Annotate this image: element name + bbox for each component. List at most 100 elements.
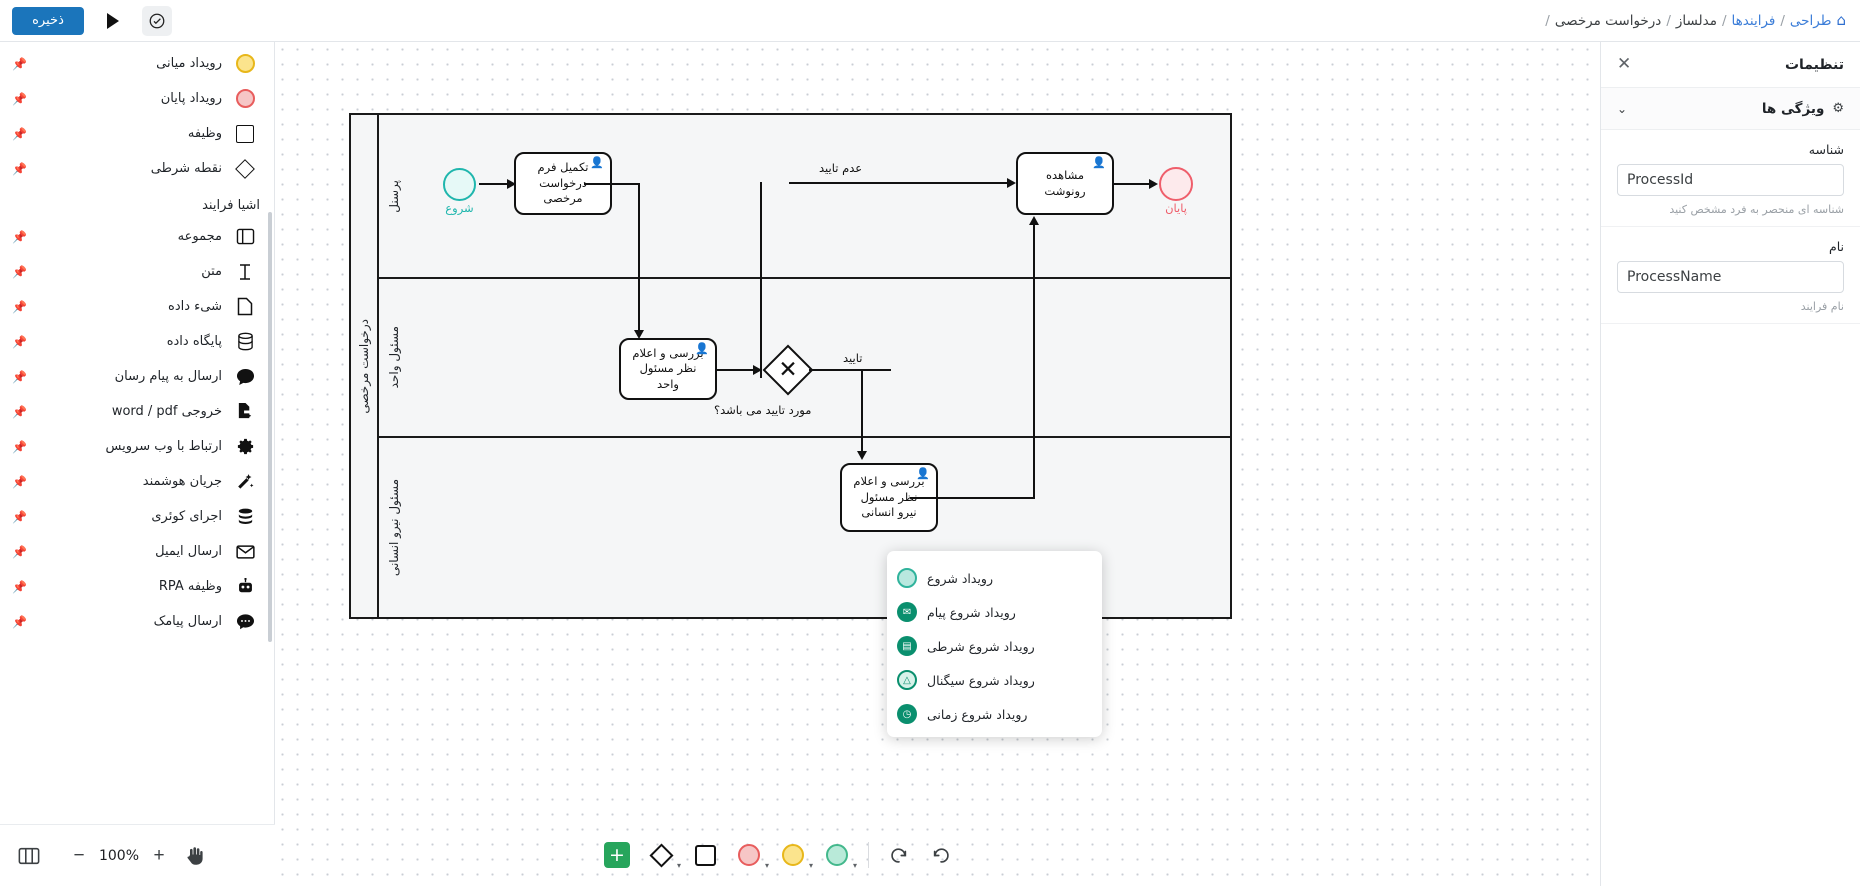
pin-icon[interactable]: 📌: [12, 474, 27, 489]
popup-item-signal-start-event[interactable]: رویداد شروع سیگنال △: [887, 663, 1102, 697]
chevron-down-icon[interactable]: ⌄: [1617, 101, 1628, 116]
hand-pan-icon[interactable]: [178, 839, 212, 873]
palette-scrollbar[interactable]: [268, 212, 272, 642]
pin-icon[interactable]: 📌: [12, 299, 27, 314]
bpmn-lane-3[interactable]: مسئول نیرو انسانی 👤 بررسی و اعلام نظر مس…: [379, 438, 1230, 619]
pin-icon[interactable]: 📌: [12, 369, 27, 384]
task-node-fill-form[interactable]: 👤 تکمیل فرم درخواست مرخصی: [514, 152, 612, 215]
start-event-node[interactable]: شروع: [443, 168, 476, 215]
gateway-diamond-icon: [648, 842, 674, 868]
bpmn-lane-2[interactable]: مسئول واحد 👤 بررسی و اعلام نظر مسئول واح…: [379, 279, 1230, 438]
play-icon[interactable]: [98, 6, 128, 36]
properties-section-header[interactable]: ⚙ ویژگی ها ⌄: [1601, 88, 1860, 130]
edge-form-down-v: [638, 183, 640, 335]
zoom-level-value: 100%: [98, 847, 140, 864]
edge-arrow: [753, 364, 762, 375]
palette-item-run-query[interactable]: اجرای کوئری 📌: [0, 499, 274, 534]
task-node-view-copy[interactable]: 👤 مشاهده رونوشت: [1016, 152, 1114, 215]
redo-icon[interactable]: [883, 839, 915, 871]
lane-3-label-text: مسئول نیرو انسانی: [387, 478, 401, 577]
pin-icon[interactable]: 📌: [12, 126, 27, 141]
popup-item-message-start-event[interactable]: رویداد شروع پیام ✉: [887, 595, 1102, 629]
diagram-canvas[interactable]: درخواست مرخصی پرسنل شروع 👤 تکمیل فرم درخ…: [275, 42, 1600, 886]
settings-title: تنظیمات: [1784, 56, 1844, 73]
palette-item-messenger[interactable]: ارسال به پیام رسان 📌: [0, 359, 274, 394]
zoom-in-button[interactable]: +: [144, 841, 174, 871]
canvas-bottom-left-toolbar: − 100% +: [0, 824, 275, 886]
bpmn-lane-1[interactable]: پرسنل شروع 👤 تکمیل فرم درخواست مرخصی 👤 م…: [379, 115, 1230, 279]
popup-item-start-event[interactable]: رویداد شروع: [887, 561, 1102, 595]
pin-icon[interactable]: 📌: [12, 91, 27, 106]
palette-item-word-pdf-export[interactable]: خروجی word / pdf 📌: [0, 394, 274, 429]
palette-item-text[interactable]: متن 📌: [0, 254, 274, 289]
breadcrumb-item-0[interactable]: طراحی: [1789, 12, 1832, 29]
breadcrumb-separator-3: /: [1545, 12, 1550, 29]
popup-item-conditional-start-event[interactable]: رویداد شروع شرطی ▤: [887, 629, 1102, 663]
popup-item-label: رویداد شروع سیگنال: [927, 672, 1035, 688]
pin-icon[interactable]: 📌: [12, 264, 27, 279]
palette-item-web-service[interactable]: ارتباط با وب سرویس 📌: [0, 429, 274, 464]
chevron-down-icon[interactable]: ▾: [676, 861, 681, 870]
start-event-timer-icon: ◷: [897, 704, 917, 724]
edge-arrow: [1029, 216, 1039, 225]
intermediate-event-shape-button[interactable]: ▾: [776, 838, 813, 872]
gateway-shape-button[interactable]: ▾: [644, 838, 681, 872]
palette-item-gateway[interactable]: نقطه شرطی 📌: [0, 151, 274, 186]
palette-item-send-email[interactable]: ارسال ایمیل 📌: [0, 534, 274, 569]
palette-item-database[interactable]: پایگاه داده 📌: [0, 324, 274, 359]
columns-layout-icon[interactable]: [12, 839, 46, 873]
gateway-label: مورد تایید می باشد؟: [711, 403, 815, 417]
pin-icon[interactable]: 📌: [12, 544, 27, 559]
pin-icon[interactable]: 📌: [12, 404, 27, 419]
start-event-caption: شروع: [445, 201, 474, 215]
bpmn-pool[interactable]: درخواست مرخصی پرسنل شروع 👤 تکمیل فرم درخ…: [349, 113, 1232, 619]
breadcrumb-item-2[interactable]: مدلساز: [1675, 12, 1717, 29]
palette-item-smart-flow[interactable]: جریان هوشمند 📌: [0, 464, 274, 499]
field-help-text: شناسه ای منحصر به فرد مشخص کنید: [1669, 203, 1844, 216]
popup-item-label: رویداد شروع شرطی: [927, 638, 1035, 654]
task-shape-button[interactable]: [688, 838, 722, 872]
palette-item-send-sms[interactable]: ارسال پیامک 📌: [0, 604, 274, 639]
task-node-unit-review[interactable]: 👤 بررسی و اعلام نظر مسئول واحد: [619, 338, 717, 400]
pin-icon[interactable]: 📌: [12, 161, 27, 176]
palette-item-label: ارسال به پیام رسان: [114, 369, 222, 384]
pin-icon[interactable]: 📌: [12, 579, 27, 594]
palette-item-end-event[interactable]: رویداد پایان 📌: [0, 81, 274, 116]
pin-icon[interactable]: 📌: [12, 229, 27, 244]
popup-item-timer-start-event[interactable]: رویداد شروع زمانی ◷: [887, 697, 1102, 731]
end-event-shape-button[interactable]: ▾: [732, 838, 769, 872]
check-circle-icon[interactable]: [142, 5, 172, 36]
save-button[interactable]: ذخیره: [12, 6, 84, 35]
pin-icon[interactable]: 📌: [12, 56, 27, 71]
chat-bubble-icon: [230, 364, 260, 390]
palette-item-group[interactable]: مجموعه 📌: [0, 219, 274, 254]
end-event-node[interactable]: پایان: [1159, 167, 1193, 215]
palette-item-task[interactable]: وظیفه 📌: [0, 116, 274, 151]
palette-item-data-object[interactable]: شیء داده 📌: [0, 289, 274, 324]
pin-icon[interactable]: 📌: [12, 614, 27, 629]
pin-icon[interactable]: 📌: [12, 439, 27, 454]
home-icon[interactable]: ⌂: [1836, 11, 1846, 29]
start-event-shape-button[interactable]: ▾: [820, 838, 857, 872]
palette-item-intermediate-event[interactable]: رویداد میانی 📌: [0, 46, 274, 81]
pool-label-text: درخواست مرخصی: [357, 318, 371, 414]
pin-icon[interactable]: 📌: [12, 509, 27, 524]
zoom-out-button[interactable]: −: [64, 841, 94, 871]
process-id-input[interactable]: [1617, 164, 1844, 196]
chevron-down-icon[interactable]: ▾: [764, 861, 769, 870]
exclusive-gateway-node[interactable]: ✕: [762, 344, 814, 396]
undo-icon[interactable]: [925, 839, 957, 871]
chevron-down-icon[interactable]: ▾: [808, 861, 813, 870]
process-name-input[interactable]: [1617, 261, 1844, 293]
start-event-popup-menu[interactable]: رویداد شروع رویداد شروع پیام ✉ رویداد شر…: [887, 551, 1102, 737]
chevron-down-icon[interactable]: ▾: [852, 861, 857, 870]
field-process-id: شناسه شناسه ای منحصر به فرد مشخص کنید: [1601, 130, 1860, 227]
palette-item-rpa-task[interactable]: وظیفه RPA 📌: [0, 569, 274, 604]
palette-scroll-area[interactable]: رویداد میانی 📌 رویداد پایان 📌 وظیفه 📌 نق…: [0, 42, 274, 652]
intermediate-event-icon: [230, 51, 260, 77]
pin-icon[interactable]: 📌: [12, 334, 27, 349]
task-node-hr-review[interactable]: 👤 بررسی و اعلام نظر مسئول نیرو انسانی: [840, 463, 938, 532]
breadcrumb-item-1[interactable]: فرایندها: [1731, 12, 1776, 29]
close-icon[interactable]: ✕: [1617, 54, 1632, 74]
add-element-button[interactable]: +: [600, 838, 634, 872]
